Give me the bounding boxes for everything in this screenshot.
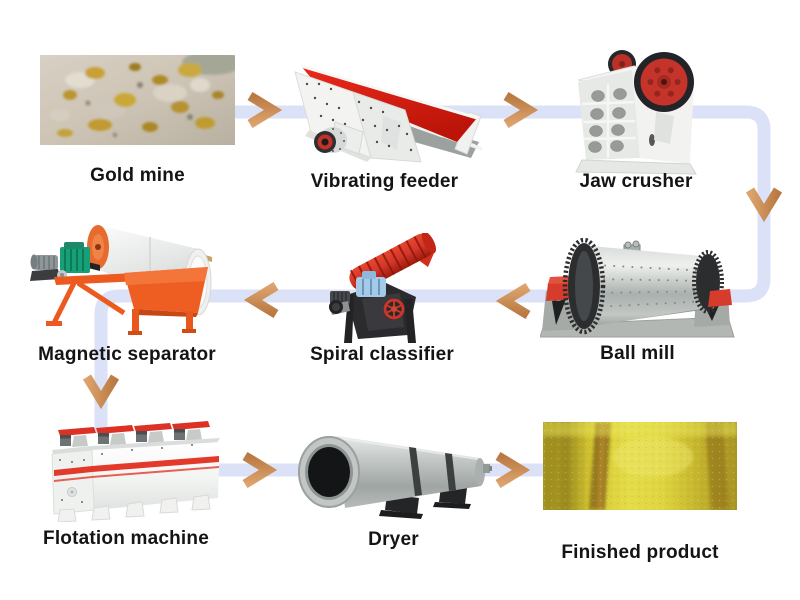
flotation-machine-node	[42, 420, 224, 522]
spiral-classifier-node	[328, 233, 436, 348]
jaw-crusher-node	[572, 38, 700, 178]
magnetic-separator-label: Magnetic separator	[38, 344, 216, 365]
ball-mill-illustration	[540, 237, 735, 338]
gold-mine-node	[40, 55, 235, 145]
vibrating-feeder-node	[287, 58, 482, 163]
finished-product-label: Finished product	[561, 542, 719, 563]
spiral-classifier-label: Spiral classifier	[310, 344, 454, 365]
jaw-crusher-label: Jaw crusher	[579, 171, 693, 192]
ball-mill-label: Ball mill	[600, 343, 675, 364]
spiral-classifier-illustration	[329, 233, 436, 343]
dryer-illustration	[298, 436, 492, 519]
vibrating-feeder-illustration	[294, 64, 482, 163]
gold-mine-label: Gold mine	[90, 165, 185, 186]
vibrating-feeder-label: Vibrating feeder	[310, 171, 459, 192]
flotation-machine-label: Flotation machine	[43, 528, 209, 549]
dryer-label: Dryer	[368, 529, 419, 550]
magnetic-separator-illustration	[30, 225, 212, 335]
magnetic-separator-node	[28, 225, 220, 337]
finished-product-photo	[543, 422, 737, 510]
gold-mine-photo	[40, 55, 235, 145]
finished-product-node	[543, 422, 737, 510]
dryer-node	[295, 428, 492, 520]
ball-mill-node	[540, 233, 735, 343]
flotation-machine-illustration	[51, 421, 220, 522]
jaw-crusher-illustration	[575, 50, 697, 175]
